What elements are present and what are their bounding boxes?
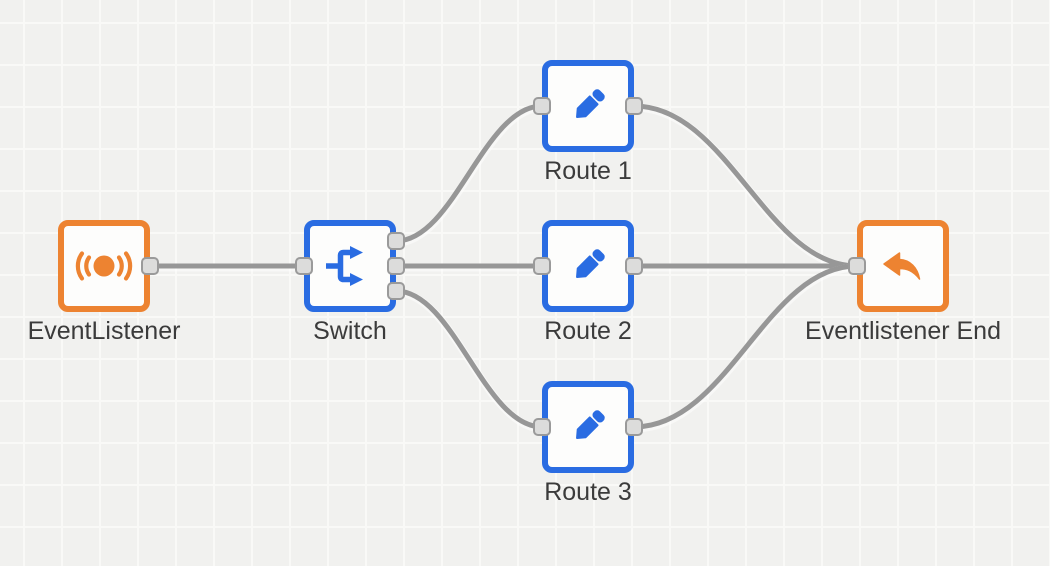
input-handle[interactable] [533,257,551,275]
wire-route-2-to-end[interactable] [630,263,862,272]
wire-switch-to-route-1[interactable] [392,103,547,247]
node-label: Route 1 [544,157,632,185]
pencil-icon [576,249,605,278]
wire-eventlistener-to-switch[interactable] [146,263,309,272]
node-label: Route 2 [544,317,632,345]
wire-switch-to-route-2[interactable] [392,263,547,272]
wire-route-1-to-end[interactable] [630,103,862,272]
output-handle[interactable] [625,97,643,115]
broadcast-icon [75,251,133,281]
input-handle[interactable] [848,257,866,275]
output-handle[interactable] [625,418,643,436]
output-handle[interactable] [387,282,405,300]
node-label: Switch [313,317,387,345]
input-handle[interactable] [533,418,551,436]
reply-arrow-icon [883,252,921,280]
node-eventlistener-end[interactable] [857,220,949,312]
node-switch[interactable] [304,220,396,312]
split-arrows-icon [326,246,363,286]
pencil-icon [576,410,605,439]
input-handle[interactable] [533,97,551,115]
pencil-icon [576,89,605,118]
node-route-3[interactable] [542,381,634,473]
output-handle[interactable] [387,257,405,275]
wire-route-3-to-end[interactable] [630,263,862,433]
output-handle[interactable] [625,257,643,275]
output-handle[interactable] [141,257,159,275]
node-eventlistener[interactable] [58,220,150,312]
node-label: Route 3 [544,478,632,506]
wire-switch-to-route-3[interactable] [392,288,547,433]
node-route-2[interactable] [542,220,634,312]
node-label: EventListener [27,317,181,345]
node-label: Eventlistener End [805,317,1001,345]
input-handle[interactable] [295,257,313,275]
output-handle[interactable] [387,232,405,250]
node-route-1[interactable] [542,60,634,152]
